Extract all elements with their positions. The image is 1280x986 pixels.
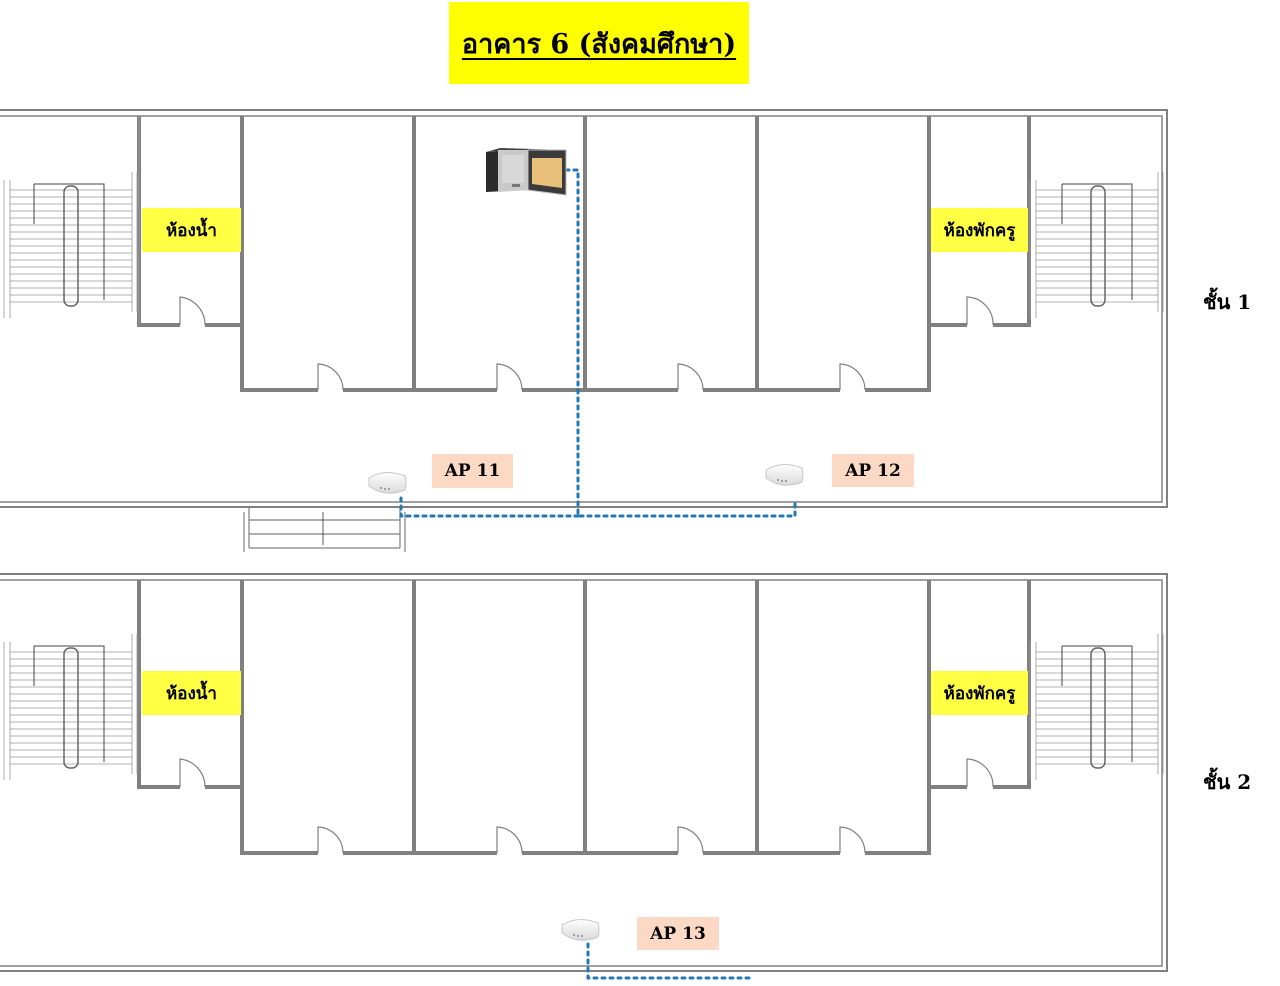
access-point-icon: [765, 464, 804, 486]
floor-1-door-2: [496, 363, 523, 391]
floor-2-stair-right: [1029, 634, 1164, 780]
title-banner: อาคาร 6 (สังคมศึกษา): [449, 2, 749, 84]
floor-1-teacher-room-label: ห้องพักครู: [931, 208, 1028, 252]
floor-1-door-4: [839, 363, 866, 391]
floor-1-inner-wall: [0, 115, 1163, 503]
floor-1-entrance-stair: [248, 507, 401, 549]
floor-2-teacher-room-label: ห้องพักครู: [931, 671, 1028, 715]
floor-1-door-restroom: [179, 296, 206, 326]
floor-2-door-teacher: [966, 758, 994, 788]
floor-2-door-3: [677, 826, 704, 854]
floor-2-outer-wall: [0, 573, 1168, 972]
floor-1-door-3: [677, 363, 704, 391]
floor-2-classroom-wall: [240, 580, 931, 855]
floor-2-door-2: [496, 826, 523, 854]
floor-2-stair-left: [3, 634, 138, 780]
floor-2-teacher-room-wall: [929, 580, 1031, 789]
page-title: อาคาร 6 (สังคมศึกษา): [461, 28, 737, 60]
ap-13-label: AP 13: [637, 917, 719, 950]
floor-2-label: ชั้น 2: [1203, 770, 1252, 794]
floor-2-door-4: [839, 826, 866, 854]
access-point-icon: [368, 472, 407, 494]
ap-11-label: AP 11: [432, 454, 513, 488]
floor-2-door-restroom: [179, 758, 206, 788]
floor-1-door-teacher: [966, 296, 994, 326]
network-cables: [399, 168, 797, 980]
floor-1-outer-wall: [0, 109, 1168, 508]
cable-rack-to-ap12: [564, 168, 797, 518]
floor-2-inner-wall: [0, 579, 1163, 967]
floor-2-restroom-wall: [137, 580, 242, 789]
floor-2-restroom-label: ห้องน้ำ: [142, 671, 241, 715]
floor-1-stair-left: [3, 172, 138, 318]
floor-1-classroom-wall: [240, 116, 931, 392]
floor-1-teacher-room-wall: [929, 116, 1031, 327]
access-point-icon: [561, 919, 600, 941]
floor-2-door-1: [317, 826, 344, 854]
floor-1-plan: [0, 109, 1168, 552]
floor-1-restroom-label: ห้องน้ำ: [142, 208, 241, 252]
floor-1-stair-right: [1029, 172, 1164, 318]
floor-1-label: ชั้น 1: [1203, 290, 1252, 314]
cable-to-ap13: [586, 942, 754, 980]
cable-to-ap11: [399, 495, 580, 518]
ap-12-label: AP 12: [832, 454, 914, 487]
floor-2-plan: [0, 573, 1168, 972]
floor-1-door-1: [317, 363, 344, 391]
server-rack-icon: [486, 148, 567, 196]
